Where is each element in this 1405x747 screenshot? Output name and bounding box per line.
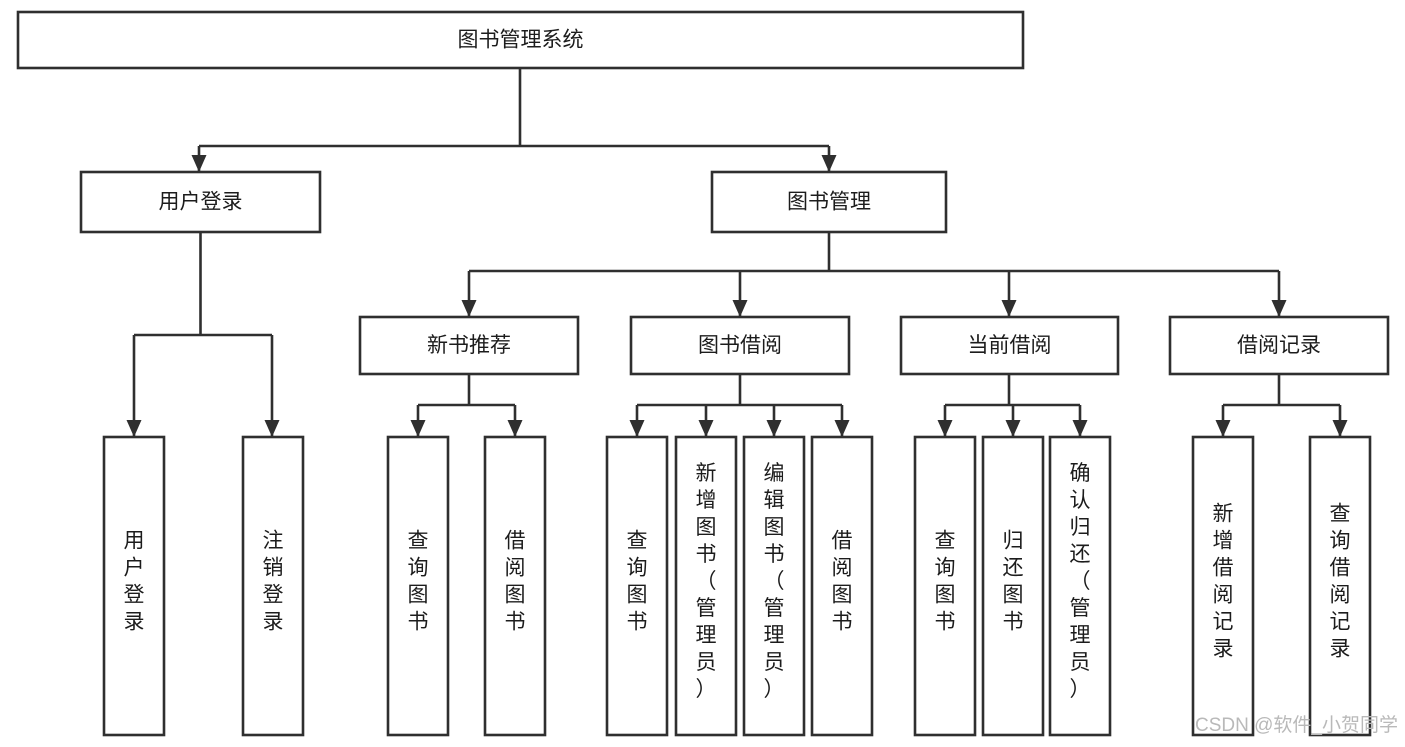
node-box[interactable] — [605, 435, 669, 737]
node-box[interactable] — [899, 315, 1120, 376]
node-label: 借阅记录 — [1237, 334, 1321, 357]
node-box[interactable] — [913, 435, 977, 737]
node-new-book-recommend[interactable]: 新书推荐 — [358, 315, 580, 376]
arrow-head-icon — [410, 420, 426, 437]
node-leaf-add-book[interactable]: 新增图书（管理员） — [674, 435, 738, 737]
arrow-head-icon — [1072, 420, 1088, 437]
node-box[interactable] — [358, 315, 580, 376]
node-box[interactable] — [1191, 435, 1255, 737]
node-leaf-query-record[interactable]: 查询借阅记录 — [1308, 435, 1372, 737]
arrow-head-icon — [1005, 420, 1021, 437]
node-current-borrow[interactable]: 当前借阅 — [899, 315, 1120, 376]
arrow-head-icon — [461, 300, 477, 317]
node-box[interactable] — [629, 315, 851, 376]
node-label: 图书管理 — [787, 191, 871, 214]
arrow-head-icon — [1001, 300, 1017, 317]
node-box[interactable] — [1048, 435, 1112, 737]
arrow-head-icon — [766, 420, 782, 437]
node-label: 用户登录 — [159, 191, 243, 214]
arrow-head-icon — [698, 420, 714, 437]
node-label: 借阅图书 — [832, 530, 853, 634]
node-box[interactable] — [674, 435, 738, 737]
node-box[interactable] — [710, 170, 948, 234]
node-box[interactable] — [102, 435, 166, 737]
arrow-head-icon — [1271, 300, 1287, 317]
node-label: 查询借阅记录 — [1330, 503, 1351, 661]
arrow-head-icon — [507, 420, 523, 437]
node-label: 当前借阅 — [968, 334, 1052, 357]
node-label: 图书管理系统 — [458, 29, 584, 52]
node-box[interactable] — [981, 435, 1045, 737]
node-leaf-user-login[interactable]: 用户登录 — [102, 435, 166, 737]
arrow-head-icon — [732, 300, 748, 317]
node-label: 查询图书 — [627, 530, 648, 634]
nodes-layer: 图书管理系统用户登录图书管理新书推荐图书借阅当前借阅借阅记录用户登录注销登录查询… — [16, 10, 1390, 737]
node-label: 图书借阅 — [698, 334, 782, 357]
node-box[interactable] — [483, 435, 547, 737]
arrow-head-icon — [264, 420, 280, 437]
node-book-manage[interactable]: 图书管理 — [710, 170, 948, 234]
arrow-head-icon — [629, 420, 645, 437]
arrow-head-icon — [1215, 420, 1231, 437]
node-box[interactable] — [16, 10, 1025, 70]
connectors-layer — [126, 68, 1348, 437]
node-user-login[interactable]: 用户登录 — [79, 170, 322, 234]
arrow-head-icon — [821, 155, 837, 172]
node-leaf-return-book[interactable]: 归还图书 — [981, 435, 1045, 737]
node-box[interactable] — [386, 435, 450, 737]
node-label: 归还图书 — [1003, 530, 1024, 634]
node-leaf-query-book-3[interactable]: 查询图书 — [913, 435, 977, 737]
node-leaf-query-book-2[interactable]: 查询图书 — [605, 435, 669, 737]
node-label: 新增图书（管理员） — [696, 462, 717, 701]
node-label: 查询图书 — [408, 530, 429, 634]
node-book-borrow[interactable]: 图书借阅 — [629, 315, 851, 376]
arrow-head-icon — [191, 155, 207, 172]
node-label: 借阅图书 — [505, 530, 526, 634]
node-box[interactable] — [241, 435, 305, 737]
arrow-head-icon — [1332, 420, 1348, 437]
node-leaf-borrow-book-1[interactable]: 借阅图书 — [483, 435, 547, 737]
node-leaf-edit-book[interactable]: 编辑图书（管理员） — [742, 435, 806, 737]
node-label: 查询图书 — [935, 530, 956, 634]
node-leaf-confirm-return[interactable]: 确认归还（管理员） — [1048, 435, 1112, 737]
node-borrow-record[interactable]: 借阅记录 — [1168, 315, 1390, 376]
node-box[interactable] — [1168, 315, 1390, 376]
node-label: 新增借阅记录 — [1213, 503, 1234, 661]
arrow-head-icon — [834, 420, 850, 437]
node-leaf-add-record[interactable]: 新增借阅记录 — [1191, 435, 1255, 737]
csdn-watermark: CSDN @软件_小贺同学 — [1195, 714, 1398, 736]
arrow-head-icon — [937, 420, 953, 437]
node-box[interactable] — [1308, 435, 1372, 737]
node-box[interactable] — [810, 435, 874, 737]
node-label: 用户登录 — [124, 530, 145, 634]
node-box[interactable] — [79, 170, 322, 234]
node-root[interactable]: 图书管理系统 — [16, 10, 1025, 70]
node-box[interactable] — [742, 435, 806, 737]
node-leaf-query-book-1[interactable]: 查询图书 — [386, 435, 450, 737]
node-leaf-borrow-book-2[interactable]: 借阅图书 — [810, 435, 874, 737]
node-label: 确认归还（管理员） — [1070, 462, 1091, 701]
node-label: 编辑图书（管理员） — [764, 462, 785, 701]
node-label: 新书推荐 — [427, 334, 511, 357]
arrow-head-icon — [126, 420, 142, 437]
node-label: 注销登录 — [263, 530, 284, 634]
node-leaf-logout[interactable]: 注销登录 — [241, 435, 305, 737]
